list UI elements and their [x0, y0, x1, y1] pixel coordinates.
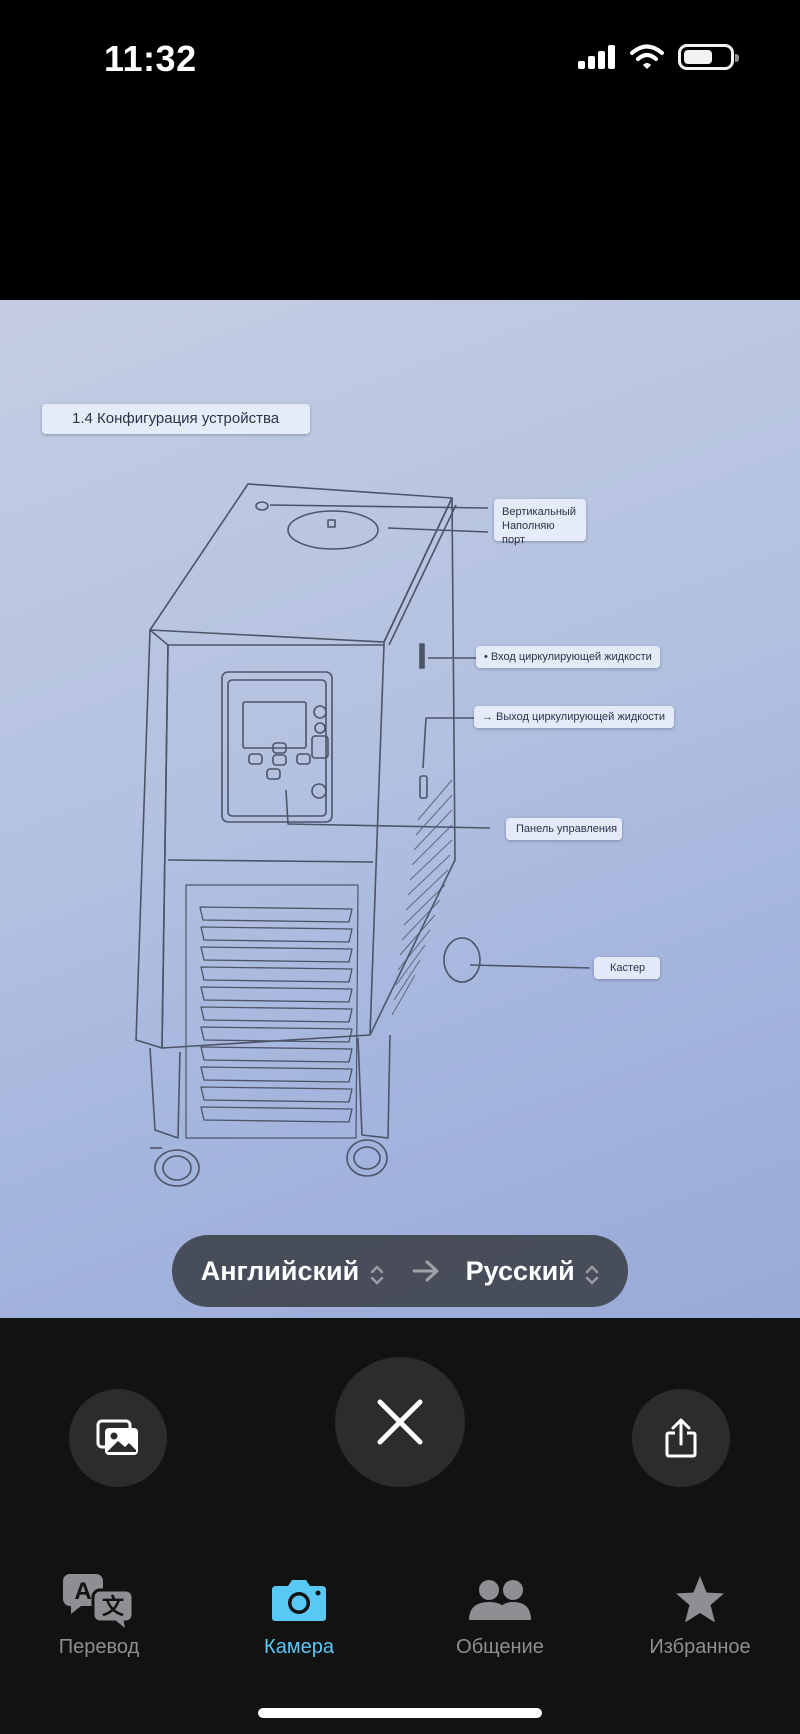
svg-text:A: A: [74, 1578, 91, 1605]
share-button[interactable]: [632, 1389, 730, 1487]
tab-bar: A 文 Перевод Камера: [0, 1570, 800, 1680]
gallery-button[interactable]: [69, 1389, 167, 1487]
status-time: 11:32: [104, 38, 197, 79]
star-icon: [676, 1576, 724, 1623]
tab-label: Избранное: [649, 1636, 751, 1658]
share-icon: [665, 1418, 697, 1458]
language-selector: Английский Русский: [172, 1235, 628, 1307]
tab-label: Общение: [456, 1636, 544, 1658]
diagram-title: 1.4 Конфигурация устройства: [42, 404, 310, 434]
callout-caster: Кастер: [594, 957, 660, 979]
tab-translate[interactable]: A 文 Перевод: [19, 1570, 179, 1659]
svg-text:文: 文: [102, 1594, 125, 1620]
callout-control-panel: Панель управления: [506, 818, 622, 840]
camera-photo: 1.4 Конфигурация устройства Вертикальный…: [0, 300, 800, 1318]
chevron-updown-icon: [586, 1265, 599, 1285]
source-language-button[interactable]: Английский: [201, 1256, 384, 1287]
tab-camera[interactable]: Камера: [219, 1570, 379, 1659]
arrow-right-icon[interactable]: [412, 1260, 440, 1282]
tab-label: Перевод: [58, 1636, 140, 1658]
device-drawing: [135, 483, 591, 1187]
source-language-label: Английский: [200, 1255, 360, 1286]
chevron-updown-icon: [370, 1265, 383, 1285]
photo-gallery-icon: [96, 1419, 138, 1455]
status-icons: [578, 44, 739, 70]
home-indicator[interactable]: [258, 1708, 542, 1718]
translate-icon: A 文: [63, 1574, 135, 1628]
camera-icon: [272, 1580, 326, 1621]
callout-inlet: • Вход циркулирующей жидкости: [476, 646, 660, 668]
callout-fill-port: Вертикальный Наполняю порт: [494, 499, 586, 546]
target-language-label: Русский: [465, 1255, 575, 1286]
tab-favorites[interactable]: Избранное: [620, 1570, 780, 1659]
cellular-signal-icon: [578, 45, 615, 69]
wifi-icon: [630, 44, 664, 69]
battery-icon: [678, 44, 739, 70]
tab-label: Камера: [264, 1636, 334, 1658]
callout-outlet: → Выход циркулирующей жидкости: [474, 706, 674, 728]
tab-conversation[interactable]: Общение: [420, 1570, 580, 1659]
close-button[interactable]: [335, 1357, 465, 1487]
target-language-button[interactable]: Русский: [466, 1256, 600, 1287]
close-icon: [377, 1399, 423, 1445]
people-icon: [469, 1580, 531, 1620]
status-bar: 11:32: [0, 0, 800, 300]
